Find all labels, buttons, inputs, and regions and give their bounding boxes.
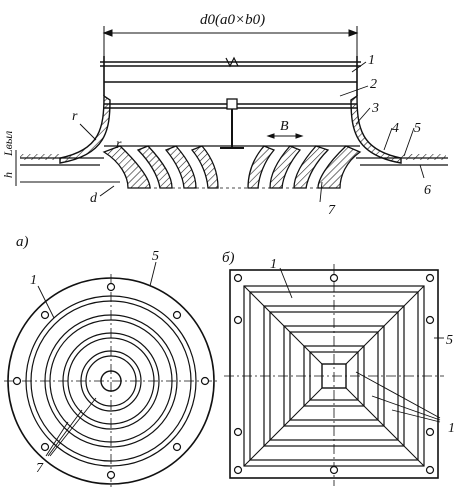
ref-b-5: 5: [446, 333, 453, 348]
central-rod: [220, 98, 244, 149]
label-d: d: [90, 191, 98, 206]
mounting-holes-square: [233, 273, 435, 475]
ref-a-1: 1: [30, 273, 37, 288]
ref-7: 7: [328, 203, 336, 218]
section-view: d0(a0×b0): [1, 12, 448, 218]
ref-3: 3: [371, 101, 379, 116]
round-plan-view: а): [4, 234, 218, 488]
label-b: B: [280, 119, 289, 134]
ref-a-5: 5: [152, 249, 159, 264]
square-plan-view: б): [222, 250, 455, 486]
leader-lines-b: [279, 267, 444, 423]
label-h: h: [1, 172, 15, 178]
ref-4: 4: [392, 121, 399, 136]
ceiling-hatch-left: [20, 154, 60, 160]
leader-lines-a: [37, 261, 157, 457]
ceiling-hatch-right: [400, 154, 446, 160]
flare-walls: [59, 94, 402, 164]
ref-5: 5: [414, 121, 421, 136]
dimension-d0: [102, 26, 359, 62]
ref-2: 2: [370, 77, 377, 92]
round-rings: [4, 274, 218, 488]
ceiling-lines: [20, 157, 448, 183]
mounting-holes-round: [12, 282, 210, 480]
leader-lines: [319, 61, 425, 203]
vertical-dimensions: h Lвыл: [1, 131, 17, 186]
diffuser-blades: [102, 145, 362, 189]
caption-a: а): [16, 234, 29, 250]
dimension-b: [266, 133, 304, 139]
ref-a-7: 7: [36, 461, 44, 476]
caption-b: б): [222, 250, 235, 266]
label-r-inner: r: [116, 137, 122, 152]
ref-b-1-top: 1: [270, 257, 277, 272]
ref-b-1-bottom: 1: [448, 421, 455, 436]
square-frames: [224, 264, 444, 486]
label-r-outer: r: [72, 109, 78, 124]
label-lvyl: Lвыл: [1, 131, 15, 157]
dimension-d0-label: d0(a0×b0): [200, 12, 265, 28]
ref-6: 6: [424, 183, 431, 198]
ref-1: 1: [368, 53, 375, 68]
